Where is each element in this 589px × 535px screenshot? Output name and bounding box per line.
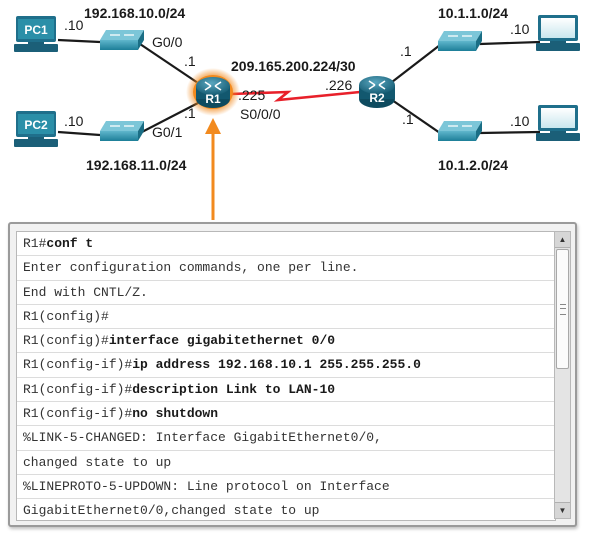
link-r2-sw3: [391, 44, 441, 83]
console-line: R1(config-if)#ip address 192.168.10.1 25…: [17, 353, 555, 378]
switch-lan1-icon: [100, 30, 144, 50]
r1-s000-label: S0/0/0: [240, 106, 281, 122]
console-command: conf t: [46, 236, 94, 251]
pc3-icon: [536, 15, 580, 51]
pc1-icon: PC1: [14, 16, 58, 52]
pc2-host-label: .10: [64, 113, 84, 129]
console-line: R1#conf t: [17, 232, 555, 257]
link-pc1-sw1: [57, 38, 101, 44]
pc2-label: PC2: [24, 118, 48, 132]
console-scrollbar[interactable]: ▲ ▼: [554, 231, 571, 519]
console-prompt: changed state to up: [23, 454, 172, 470]
lan2-network-label: 192.168.11.0/24: [86, 157, 187, 173]
link-pc2-sw2: [57, 130, 101, 137]
cli-console-window: R1#conf t Enter configuration commands, o…: [8, 222, 577, 527]
r1-s000-ip-label: .225: [238, 87, 265, 103]
console-prompt: R1(config-if)#: [23, 406, 133, 422]
pc4-host-label: .10: [510, 113, 530, 129]
console-line: R1(config)#interface gigabitethernet 0/0: [17, 329, 555, 354]
console-line: Enter configuration commands, one per li…: [17, 256, 555, 281]
console-prompt: %LINK-5-CHANGED: Interface GigabitEthern…: [23, 430, 382, 446]
console-line: R1(config)#: [17, 305, 555, 330]
console-line: %LINEPROTO-5-UPDOWN: Line protocol on In…: [17, 475, 555, 500]
lan3-network-label: 10.1.1.0/24: [438, 5, 508, 21]
r1-label: R1: [205, 92, 221, 106]
console-line: %LINK-5-CHANGED: Interface GigabitEthern…: [17, 426, 555, 451]
wan-network-label: 209.165.200.224/30: [231, 58, 356, 74]
r1-g01-label: G0/1: [152, 124, 183, 140]
router-r1-icon: R1: [186, 68, 240, 116]
console-command: description Link to LAN-10: [132, 381, 336, 397]
console-command: ip address 192.168.10.1 255.255.255.0: [132, 357, 421, 373]
scroll-thumb[interactable]: [556, 249, 569, 369]
r2-top-ip-label: .1: [400, 43, 412, 59]
console-line: changed state to up: [17, 451, 555, 475]
links: [57, 38, 541, 137]
link-sw1-r1: [139, 43, 199, 84]
r1-g01-ip-label: .1: [184, 105, 196, 121]
scroll-up-button[interactable]: ▲: [555, 232, 570, 248]
r1-g00-ip-label: .1: [184, 53, 196, 69]
lan1-network-label: 192.168.10.0/24: [84, 5, 185, 21]
console-command: no shutdown: [132, 406, 219, 422]
pc1-host-label: .10: [64, 17, 84, 33]
console-command: interface gigabitethernet 0/0: [108, 333, 336, 349]
callout-arrow: [205, 118, 221, 220]
pc1-label: PC1: [24, 23, 48, 37]
grip-icon: [560, 304, 566, 315]
console-prompt: Enter configuration commands, one per li…: [23, 260, 359, 276]
console-line: R1(config-if)#description Link to LAN-10: [17, 378, 555, 403]
link-sw4-pc4: [479, 130, 541, 135]
pc3-host-label: .10: [510, 21, 530, 37]
console-line: R1(config-if)#no shutdown: [17, 402, 555, 427]
switch-lan4-icon: [438, 121, 482, 141]
link-r2-sw4: [391, 99, 441, 134]
r2-serial-ip-label: .226: [325, 77, 352, 93]
lan4-network-label: 10.1.2.0/24: [438, 157, 508, 173]
link-sw2-r1: [139, 102, 199, 134]
wan-serial-link: [229, 90, 361, 102]
switch-lan2-icon: [100, 121, 144, 141]
r1-g00-label: G0/0: [152, 34, 183, 50]
r2-bottom-ip-label: .1: [402, 111, 414, 127]
console-prompt: R1(config-if)#: [23, 381, 133, 397]
r2-label: R2: [369, 91, 385, 105]
console-prompt: End with CNTL/Z.: [23, 284, 148, 300]
cli-output[interactable]: R1#conf t Enter configuration commands, o…: [16, 231, 556, 521]
pc2-icon: PC2: [14, 111, 58, 147]
link-sw3-pc3: [479, 40, 541, 46]
console-prompt: GigabitEthernet0/0,changed state to up: [23, 503, 320, 519]
console-prompt: R1#: [23, 236, 47, 251]
pc4-icon: [536, 105, 580, 141]
console-prompt: R1(config)#: [23, 333, 109, 349]
scroll-down-button[interactable]: ▼: [555, 502, 570, 518]
console-line: GigabitEthernet0/0,changed state to up: [17, 499, 555, 520]
console-prompt: %LINEPROTO-5-UPDOWN: Line protocol on In…: [23, 478, 390, 494]
console-prompt: R1(config)#: [23, 308, 109, 324]
network-topology-diagram: PC1 PC2: [14, 5, 580, 220]
router-r2-icon: R2: [359, 76, 395, 108]
console-prompt: R1(config-if)#: [23, 357, 133, 373]
console-line: End with CNTL/Z.: [17, 281, 555, 305]
switch-lan3-icon: [438, 31, 482, 51]
